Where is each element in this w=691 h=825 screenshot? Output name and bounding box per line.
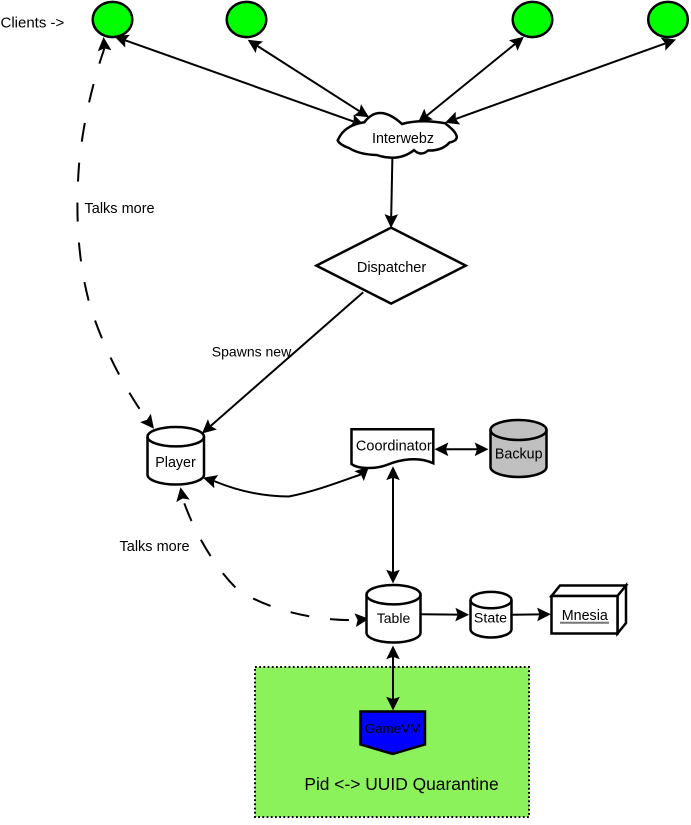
svg-text:Backup: Backup [495, 447, 543, 463]
svg-text:Mnesia: Mnesia [562, 608, 608, 624]
svg-text:Spawns new: Spawns new [212, 343, 292, 359]
svg-text:State: State [474, 610, 507, 626]
svg-text:Talks more: Talks more [85, 201, 155, 217]
svg-text:Dispatcher: Dispatcher [357, 260, 426, 276]
svg-text:Player: Player [155, 455, 196, 471]
svg-text:Talks more: Talks more [120, 539, 190, 555]
svg-text:Table: Table [377, 610, 411, 626]
svg-text:Coordinator: Coordinator [356, 439, 432, 455]
svg-text:Clients ->: Clients -> [1, 14, 65, 31]
svg-text:Pid <-> UUID Quarantine: Pid <-> UUID Quarantine [304, 774, 498, 794]
svg-text:GameVM: GameVM [365, 721, 421, 736]
svg-text:Interwebz: Interwebz [372, 131, 434, 147]
